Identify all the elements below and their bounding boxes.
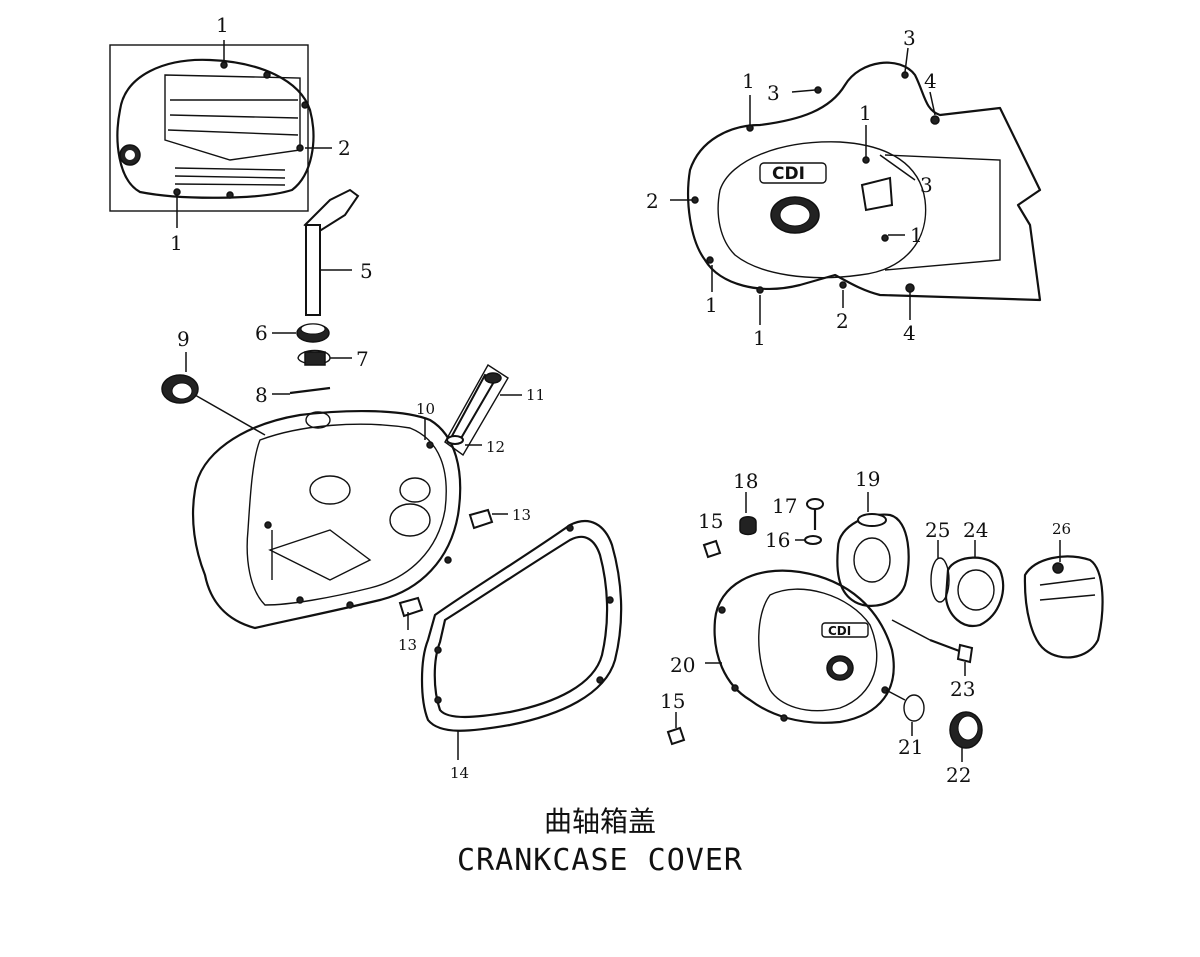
callout-1-bottom: 1 [170,231,183,255]
callout-r4-b: 4 [903,321,916,345]
callout-21: 21 [898,735,923,759]
callout-17: 17 [772,494,797,518]
callout-16: 16 [765,528,790,552]
left-cover-exploded-view: 15 18 17 16 19 25 24 26 [660,467,1104,787]
callout-15-a: 15 [698,509,723,533]
callout-14: 14 [450,764,469,782]
callout-12: 12 [486,438,505,456]
callout-r3-c: 3 [920,173,933,197]
callout-r1-b: 1 [859,101,872,125]
clutch-cover-detail-view: 1 2 1 [109,13,351,255]
cdi-label-bottom: CDI [828,624,851,638]
oil-dipstick-parts: 11 12 [444,364,545,457]
left-cover-cdi-view: CDI 1 3 3 4 2 1 3 1 1 1 2 [646,26,1042,350]
diagram-title-chinese: 曲轴箱盖 [543,805,656,838]
callout-20: 20 [670,653,695,677]
callout-13-b: 13 [398,636,417,654]
cdi-label-top: CDI [772,164,805,184]
callout-10: 10 [416,400,435,418]
callout-r2-b: 2 [836,309,849,333]
callout-18: 18 [733,469,758,493]
callout-7: 7 [356,347,369,371]
callout-13-a: 13 [512,506,531,524]
gasket-and-dowels: 13 13 14 [398,506,623,782]
callout-r1-c: 1 [910,223,923,247]
callout-22: 22 [946,763,971,787]
callout-r1-d: 1 [705,293,718,317]
callout-1-top: 1 [216,13,229,37]
kick-starter-parts: 5 6 7 8 [255,188,373,407]
callout-r3-b: 3 [903,26,916,50]
callout-r3-a: 3 [767,81,780,105]
callout-24: 24 [963,518,988,542]
callout-9: 9 [177,327,190,351]
callout-15-b: 15 [660,689,685,713]
callout-8: 8 [255,383,268,407]
callout-19: 19 [855,467,880,491]
callout-r2-a: 2 [646,189,659,213]
callout-r1-e: 1 [753,326,766,350]
callout-r4-a: 4 [924,69,937,93]
callout-5: 5 [360,259,373,283]
callout-6: 6 [255,321,268,345]
callout-26: 26 [1052,520,1071,538]
callout-r1-a: 1 [742,69,755,93]
callout-23: 23 [950,677,975,701]
callout-2-left-cover: 2 [338,136,351,160]
callout-11: 11 [526,386,545,404]
callout-25: 25 [925,518,950,542]
crankcase-cover-right-assembly: 9 10 [161,327,462,630]
diagram-title-english: CRANKCASE COVER [457,843,743,878]
